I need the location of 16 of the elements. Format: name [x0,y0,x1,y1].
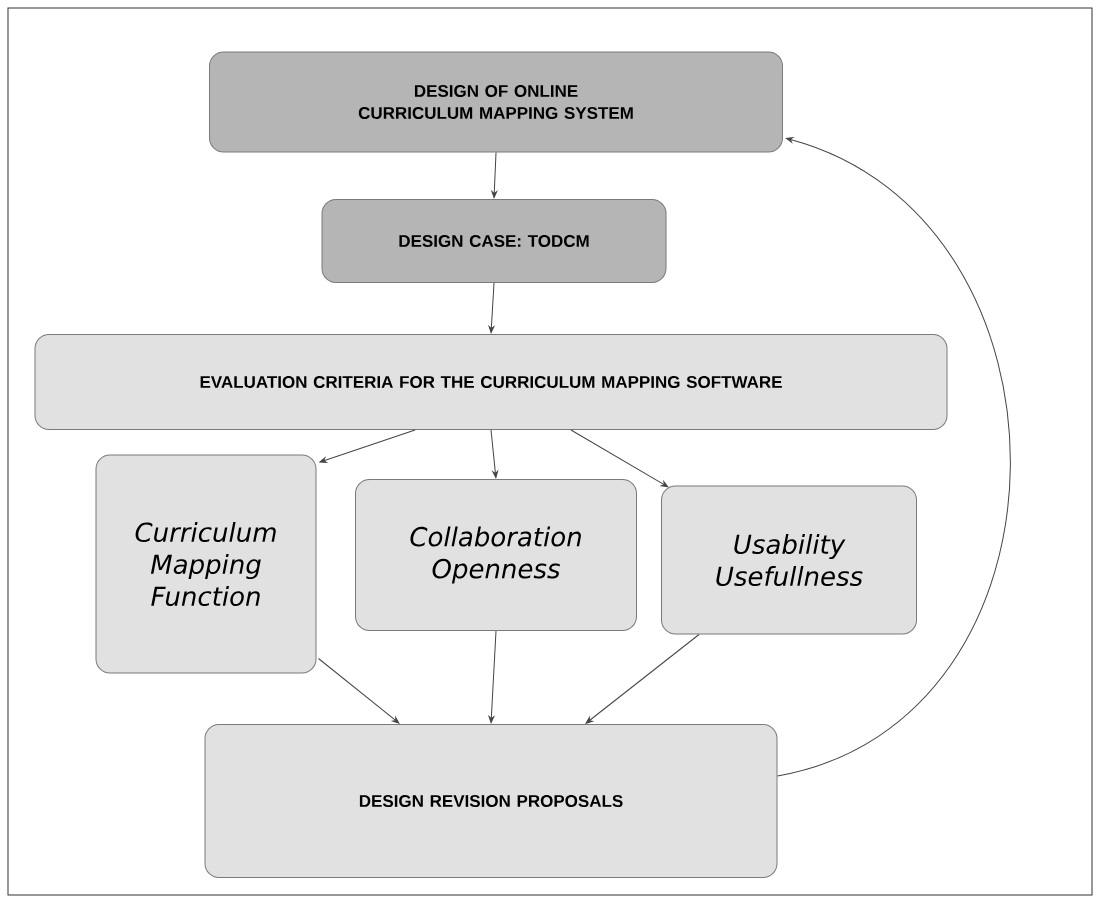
process-box: Collaboration Openness [355,479,637,631]
process-box: Curriculum Mapping Function [95,454,317,674]
process-box: DESIGN CASE: TODCM [321,199,667,283]
arrow [488,282,495,334]
process-box: DESIGN OF ONLINE CURRICULUM MAPPING SYSTEM [209,51,783,153]
arrow [490,429,499,479]
process-box: Usability Usefullness [661,485,917,635]
arrow [585,634,700,724]
arrow [319,429,416,463]
process-box: DESIGN REVISION PROPOSALS [204,724,778,878]
process-box: EVALUATION CRITERIA FOR THE CURRICULUM MAPPING SOFTWARE [34,334,948,430]
arrow [491,152,498,199]
arrow [777,137,1011,777]
arrow [570,429,669,488]
arrow [488,630,497,724]
arrow [318,658,400,724]
